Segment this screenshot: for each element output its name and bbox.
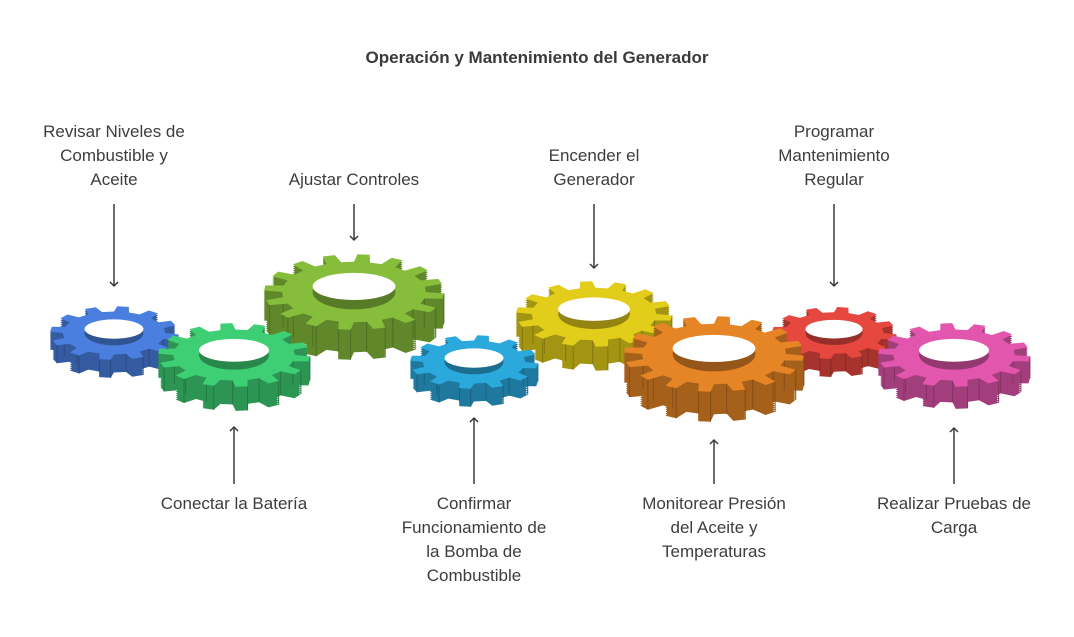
- step-label-4: Confirmar Funcionamiento de la Bomba de …: [401, 494, 547, 585]
- step-label-6: Monitorear Presión del Aceite y Temperat…: [642, 494, 786, 561]
- gear-5: [516, 281, 673, 371]
- title: Operación y Mantenimiento del Generador: [365, 48, 709, 67]
- step-label-1: Revisar Niveles de Combustible y Aceite: [43, 122, 185, 189]
- step-label-8: Realizar Pruebas de Carga: [876, 494, 1032, 537]
- step-label-7: Programar Mantenimiento Regular: [778, 122, 890, 189]
- gear-8: [878, 323, 1031, 409]
- gear-1: [50, 306, 179, 378]
- gear-4: [410, 335, 539, 407]
- gear-6: [624, 316, 805, 422]
- gear-3: [264, 254, 445, 360]
- step-label-5: Encender el Generador: [548, 146, 640, 189]
- step-label-3: Ajustar Controles: [288, 170, 420, 189]
- step-label-2: Conectar la Batería: [160, 494, 308, 513]
- gear-2: [158, 323, 311, 411]
